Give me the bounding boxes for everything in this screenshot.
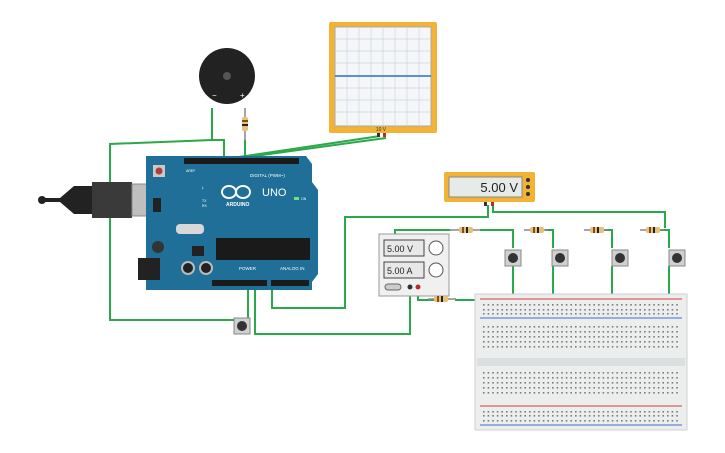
voltage-knob[interactable] (428, 240, 444, 256)
psu-voltage: 5.00 V (387, 244, 413, 254)
psu-switch[interactable] (384, 283, 402, 291)
tx-label: TX (202, 199, 207, 203)
push-button-1[interactable] (504, 249, 522, 267)
aref-label: AREF (186, 169, 195, 173)
resistor-4[interactable] (640, 227, 664, 233)
l-label: L (202, 186, 204, 190)
wires (109, 108, 670, 335)
arduino-logo: UNO ARDUINO (221, 185, 287, 208)
breadboard[interactable] (474, 293, 688, 431)
rx-label: RX (202, 204, 208, 208)
push-button-2[interactable] (551, 249, 569, 267)
psu-current: 5.00 A (387, 266, 413, 276)
wire-meter-right[interactable] (492, 205, 666, 228)
wire-a0-meter[interactable] (271, 205, 489, 309)
breadboard-holes (483, 304, 678, 422)
wire-gnd-loop[interactable] (109, 139, 242, 321)
model-label: UNO (262, 187, 287, 199)
resistor-5[interactable] (428, 296, 456, 302)
wire-r2-b2[interactable] (545, 229, 554, 248)
wire-5v-psu[interactable] (254, 286, 411, 335)
push-button-4[interactable] (668, 249, 686, 267)
analog-header[interactable] (271, 280, 309, 286)
power-label: POWER (239, 266, 257, 271)
wire-r3-b3[interactable] (604, 229, 613, 248)
on-label: ON (301, 197, 307, 201)
wire-scope-b[interactable] (239, 137, 387, 159)
power-supply[interactable]: 5.00 V 5.00 A (378, 233, 450, 297)
wire-r1-b1[interactable] (480, 229, 514, 248)
wire-r4-b4[interactable] (660, 229, 670, 248)
usb-cable[interactable] (38, 182, 155, 218)
brand-label: ARDUINO (226, 202, 249, 208)
push-button-3[interactable] (611, 249, 629, 267)
multimeter-reading: 5.00 V (480, 180, 518, 195)
arduino-uno-board[interactable]: DIGITAL (PWM~) AREF UNO ARDUINO TX RX L … (138, 156, 318, 290)
resistor-2[interactable] (524, 227, 548, 233)
wire-scope-a[interactable] (231, 135, 381, 159)
resistor-1[interactable] (450, 227, 480, 233)
scope-scale-label: 10 V (376, 127, 387, 133)
wire-buzzer-minus[interactable] (211, 108, 225, 158)
resistors-row (428, 227, 664, 302)
oscilloscope[interactable]: 10 V (329, 22, 437, 137)
power-header[interactable] (212, 280, 267, 286)
push-buttons (504, 249, 686, 267)
current-knob[interactable] (428, 262, 444, 278)
analog-label: ANALOG IN (280, 266, 305, 271)
digital-header[interactable] (184, 158, 299, 164)
resistor-3[interactable] (584, 227, 608, 233)
power-jack[interactable] (138, 258, 160, 280)
multimeter[interactable]: 5.00 V (444, 172, 535, 206)
buzzer-plus-label: + (240, 91, 245, 100)
piezo-buzzer[interactable]: − + (199, 48, 255, 104)
push-button-main[interactable] (233, 317, 251, 335)
buzzer-minus-label: − (212, 91, 217, 100)
resistor-buzzer[interactable] (242, 108, 248, 140)
atmega-chip (216, 238, 310, 260)
digital-label: DIGITAL (PWM~) (250, 173, 285, 178)
